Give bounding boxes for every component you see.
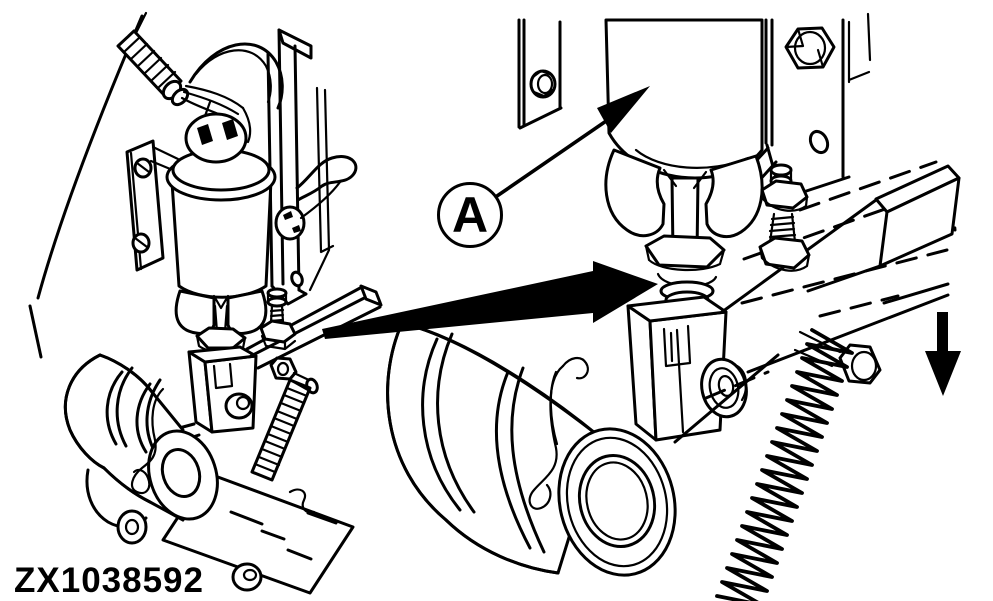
- down-arrow-icon: [925, 312, 961, 396]
- solenoid: [165, 100, 277, 299]
- callout-leader-line: [495, 115, 614, 198]
- channel-bracket: [266, 28, 358, 306]
- roller-bore: [577, 453, 657, 549]
- plate-pin: [231, 562, 263, 592]
- callout-arrowhead-icon: [597, 86, 650, 133]
- solenoid-plug: [184, 112, 248, 164]
- overview-view: [28, 11, 383, 595]
- adjustment-bolt: [259, 287, 297, 351]
- hidden-edge: [704, 370, 770, 400]
- mounting-plate: [125, 139, 180, 272]
- detail-view: [386, 12, 961, 601]
- clevis: [187, 345, 258, 434]
- plug-terminal: [222, 119, 238, 140]
- spring-coil: [715, 328, 854, 601]
- retainer-wire: [130, 387, 165, 495]
- plunger-boot: [604, 148, 764, 310]
- roller: [386, 321, 677, 577]
- return-spring: [250, 378, 312, 482]
- spring-anchor-bolt: [269, 356, 319, 395]
- roller: [64, 353, 219, 545]
- callout-label: A: [452, 187, 488, 243]
- adjustment-bolt: [758, 163, 811, 272]
- control-arm: [148, 284, 383, 451]
- mounting-plate: [517, 18, 563, 130]
- lock-wire: [295, 155, 358, 202]
- clamp-ridge: [494, 366, 546, 554]
- plug-terminal: [197, 124, 213, 145]
- detail-pointer-arrow-icon: [322, 261, 658, 339]
- clamp-ridge: [421, 332, 476, 514]
- roller-bore: [160, 448, 202, 498]
- hidden-edge: [818, 294, 900, 318]
- clamp-ridge: [105, 366, 134, 448]
- callout-circle: [437, 182, 503, 248]
- return-spring: [715, 328, 882, 601]
- bracket-bolt: [784, 26, 836, 70]
- clevis: [626, 295, 748, 442]
- machine-body-edge: [28, 14, 144, 359]
- callout-a: A: [437, 86, 650, 248]
- hidden-edge: [740, 248, 949, 305]
- hidden-edge: [798, 160, 938, 212]
- image-code: ZX1038592: [14, 561, 204, 600]
- wiring-harness: [116, 11, 284, 146]
